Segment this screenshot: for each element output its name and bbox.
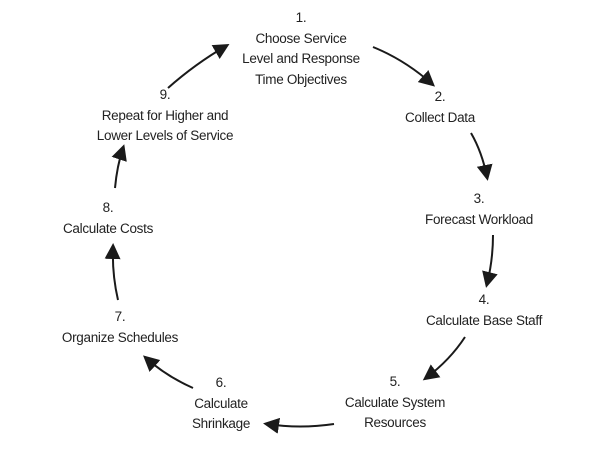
step-label: Calculate Base Staff bbox=[425, 312, 543, 328]
step-6: 6. Calculate Shrinkage bbox=[192, 373, 250, 435]
step-label: Calculate bbox=[194, 395, 248, 411]
step-label: Lower Levels of Service bbox=[96, 128, 234, 143]
step-5: 5. Calculate System Resources bbox=[344, 372, 446, 434]
arrow-7-to-8 bbox=[104, 243, 121, 301]
step-label: Organize Schedules bbox=[61, 329, 179, 345]
step-number: 3. bbox=[473, 191, 485, 206]
step-label: Forecast Workload bbox=[425, 211, 533, 227]
step-number: 4. bbox=[478, 292, 490, 307]
arrow-4-to-5 bbox=[422, 336, 466, 381]
step-1: 1. Choose Service Level and Response Tim… bbox=[242, 8, 360, 90]
step-4: 4. Calculate Base Staff bbox=[426, 290, 542, 331]
step-8: 8. Calculate Costs bbox=[63, 198, 153, 239]
step-label: Choose Service bbox=[255, 30, 347, 46]
arrow-2-to-3 bbox=[470, 132, 493, 181]
step-label: Shrinkage bbox=[191, 416, 251, 431]
arrow-1-to-2 bbox=[372, 46, 435, 87]
step-number: 1. bbox=[295, 10, 307, 25]
step-number: 7. bbox=[114, 309, 126, 324]
arrow-9-to-1 bbox=[167, 43, 230, 89]
step-number: 6. bbox=[215, 375, 227, 390]
step-7: 7. Organize Schedules bbox=[62, 307, 178, 348]
step-2: 2. Collect Data bbox=[405, 87, 475, 128]
step-label: Calculate System bbox=[344, 394, 446, 410]
step-label: Collect Data bbox=[405, 109, 475, 125]
step-3: 3. Forecast Workload bbox=[425, 189, 533, 230]
step-label: Resources bbox=[364, 415, 426, 430]
arrow-3-to-4 bbox=[482, 234, 498, 288]
step-label: Repeat for Higher and bbox=[101, 107, 229, 123]
arrow-8-to-9 bbox=[111, 144, 127, 189]
step-label: Calculate Costs bbox=[62, 220, 154, 236]
arrow-5-to-6 bbox=[263, 417, 335, 434]
step-number: 2. bbox=[434, 89, 446, 104]
step-9: 9. Repeat for Higher and Lower Levels of… bbox=[96, 85, 234, 147]
step-label: Level and Response bbox=[242, 51, 360, 66]
step-label: Time Objectives bbox=[255, 71, 347, 87]
step-number: 9. bbox=[159, 87, 171, 102]
arrow-6-to-7 bbox=[143, 355, 194, 389]
step-number: 8. bbox=[102, 200, 114, 215]
step-number: 5. bbox=[389, 374, 401, 389]
